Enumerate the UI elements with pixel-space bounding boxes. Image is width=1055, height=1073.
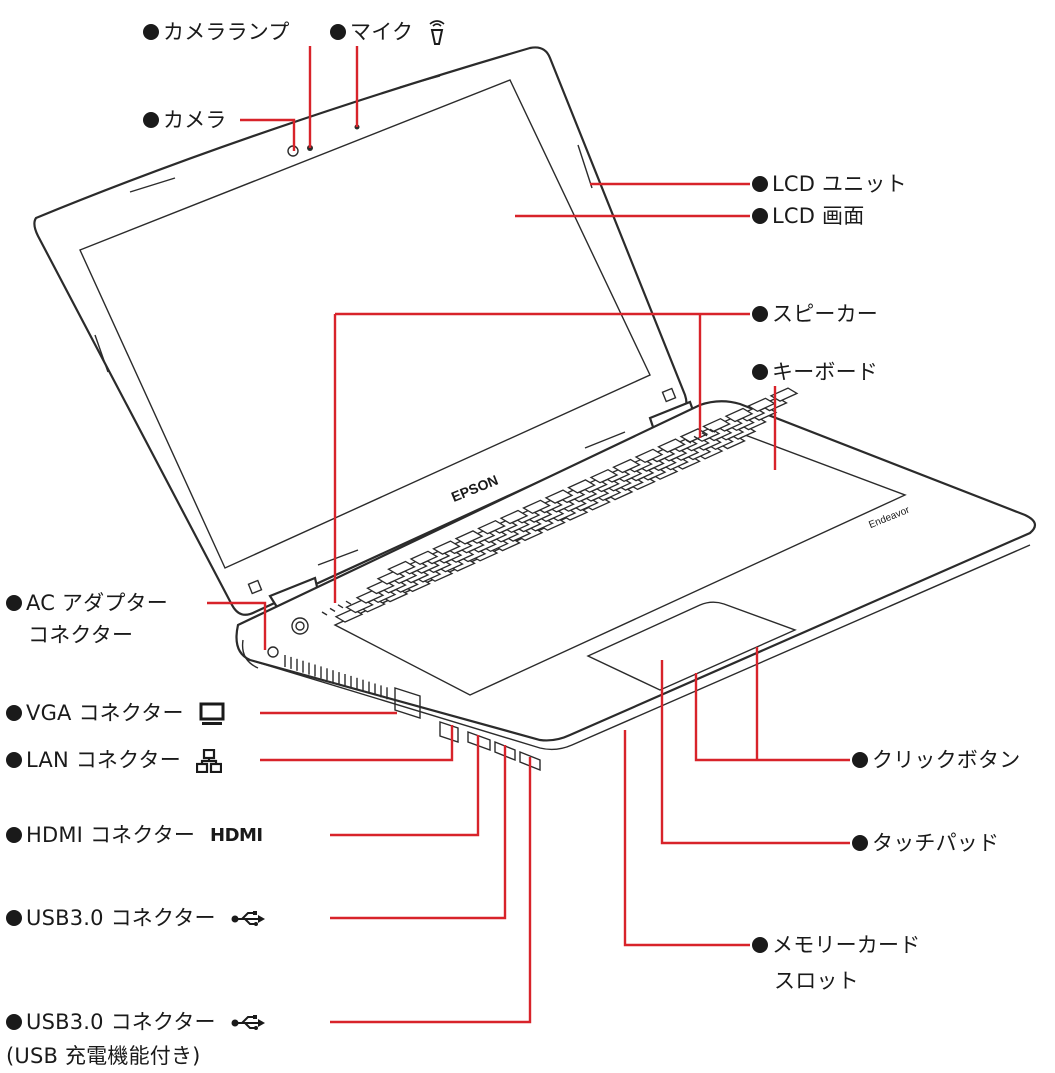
speaker-slot <box>345 600 352 605</box>
label-speaker: スピーカー <box>752 302 878 326</box>
speaker-grilles <box>321 428 716 616</box>
label-mic: マイク <box>330 20 446 46</box>
keyboard-key <box>567 479 596 494</box>
label-usb30-b: USB3.0 コネクター (USB 充電機能付き) <box>6 1010 267 1068</box>
speaker-slot <box>701 432 708 437</box>
keyboard-keys <box>334 387 799 623</box>
usb-port-1 <box>494 740 516 762</box>
usb-icon <box>231 1015 265 1030</box>
ac-adapter-port <box>267 646 279 658</box>
power-button <box>291 617 309 635</box>
speaker-slot <box>685 439 692 444</box>
speaker-slot <box>337 604 344 609</box>
label-lcd-screen: LCD 画面 <box>752 204 864 228</box>
keyboard-key <box>432 540 461 555</box>
keyboard-key <box>499 509 529 525</box>
label-camera-lamp: カメラランプ <box>143 20 290 44</box>
lcd-screen-area <box>79 79 651 569</box>
label-camera: カメラ <box>143 108 227 132</box>
label-ac-adapter: AC アダプターコネクター <box>6 591 168 647</box>
speaker-slot <box>329 607 336 613</box>
touchpad-surface <box>586 601 797 691</box>
keyboard-key <box>454 530 484 545</box>
monitor-icon <box>199 702 225 725</box>
keyboard-key <box>612 458 641 474</box>
label-memory-card: メモリーカードスロット <box>752 933 920 993</box>
label-hdmi: HDMI コネクター HDMI <box>6 823 263 848</box>
hdmi-logo-icon: HDMI <box>210 825 263 846</box>
label-click-button: クリックボタン <box>852 748 1020 772</box>
keyboard-key <box>544 489 574 504</box>
label-vga: VGA コネクター <box>6 701 225 726</box>
keyboard-key <box>409 550 439 566</box>
vga-port <box>394 687 421 719</box>
laptop-base <box>235 400 1037 742</box>
keyboard-key <box>657 438 686 453</box>
keyboard-key <box>702 417 731 433</box>
leader-lines <box>207 46 850 1024</box>
keyboard-key <box>387 560 416 576</box>
label-lan: LAN コネクター <box>6 748 222 773</box>
label-keyboard: キーボード <box>752 360 878 384</box>
keyboard-key <box>634 448 664 464</box>
speaker-slot <box>709 428 716 433</box>
lan-port <box>439 721 459 743</box>
usb-port-2 <box>519 750 541 772</box>
hdmi-port <box>467 731 491 751</box>
keyboard-key <box>522 499 551 515</box>
mic-icon <box>429 20 445 45</box>
speaker-slot <box>693 435 700 441</box>
keyboard-key <box>724 407 754 423</box>
label-usb30-a: USB3.0 コネクター <box>6 906 267 930</box>
side-vents <box>284 655 388 700</box>
label-lcd-unit: LCD ユニット <box>752 172 907 196</box>
usb-icon <box>231 911 265 926</box>
keyboard-key <box>589 468 619 484</box>
lan-icon <box>195 749 222 773</box>
lcd-lid <box>33 46 688 616</box>
keyboard-key <box>747 397 776 413</box>
label-touchpad: タッチパッド <box>852 831 999 855</box>
speaker-slot <box>321 611 328 616</box>
keyboard-key <box>477 519 506 535</box>
